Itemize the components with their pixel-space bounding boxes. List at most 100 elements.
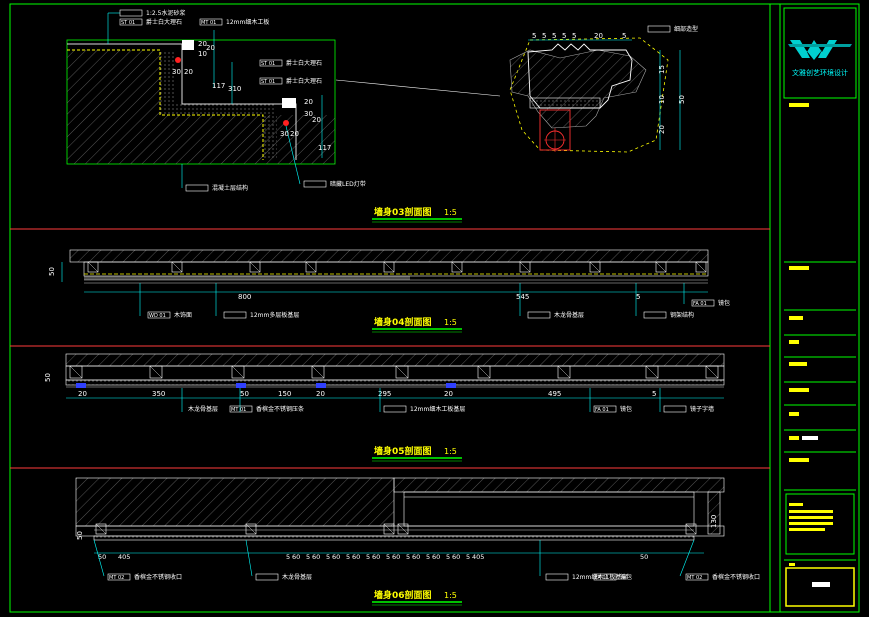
keel-block-cross (231, 365, 245, 379)
keel-block (69, 365, 83, 379)
callout-s5-mirror: 镜包 (620, 405, 632, 413)
section-06-callouts: MT 02 香槟金不锈钢收口 木龙骨基层 12mm细木工板基层 FA 01 镜包… (93, 539, 760, 581)
dim-s3-h: 20 (304, 98, 313, 106)
dim-s6-bottom: 5 (466, 553, 470, 561)
dim-s3-m: 117 (318, 144, 331, 152)
keel-block-cross (395, 365, 409, 379)
keel-block-cross (245, 523, 257, 535)
dim-s3-a: 20 (198, 40, 207, 48)
titleblock-label-2 (789, 266, 809, 270)
section-03-right-detail (335, 37, 681, 153)
dim-s6-bottom: 5 (406, 553, 410, 561)
callout-tag-s5-mt01: MT 01 (231, 407, 246, 413)
dim-s6-bottom: 60 (312, 553, 320, 561)
section-05-scale: 1:5 (444, 447, 457, 456)
keel-block-cross (557, 365, 571, 379)
dim-s6-bottom: 405 (472, 553, 484, 561)
dim-s3-i: 30 (304, 110, 313, 118)
section-06-detail (75, 477, 725, 541)
keel-block-cross (397, 523, 409, 535)
callout-s6-champagne-2: 香槟金不锈钢收口 (712, 573, 760, 581)
dim-s3-b: 10 (198, 50, 207, 58)
keel-block (95, 523, 107, 535)
section-03-dims: 20 10 20 30 20 117 310 20 30 20 30 20 11… (172, 40, 331, 152)
keel-block (557, 365, 571, 379)
callout-s6-plywood: 12mm细木工板基层 (572, 573, 627, 581)
dim-s4-height: 50 (48, 267, 56, 276)
dim-r-g: 5 (622, 32, 626, 40)
dim-s5-height: 50 (44, 373, 52, 382)
dim-s6-bottom: 50 (640, 553, 648, 561)
dim-s4-5: 5 (636, 293, 640, 301)
section-05-blocks (69, 365, 719, 388)
section-04-dims: 50 800 545 5 (48, 262, 708, 301)
dim-s6-bottom: 5 (326, 553, 330, 561)
keel-block-cross (249, 261, 261, 273)
dim-s6-bottom: 60 (292, 553, 300, 561)
callout-tag-fa01: FA 01 (693, 301, 707, 307)
dim-s5-f: 295 (378, 390, 391, 398)
dim-r-b: 5 (542, 32, 546, 40)
callout-mirror: 镜包 (718, 299, 730, 307)
keel-block-cross (383, 523, 395, 535)
dim-s6-bottom: 5 (386, 553, 390, 561)
callout-tag-s6-mt02: MT 02 (109, 575, 124, 581)
callout-marble-1: 爵士白大理石 (146, 18, 182, 26)
callout-s6-champagne-1: 香槟金不锈钢收口 (134, 573, 182, 581)
dim-s5-c: 50 (240, 390, 249, 398)
dim-s6-bottom: 5 (346, 553, 350, 561)
company-logo (788, 40, 852, 60)
callout-wood-veneer: 木饰面 (174, 311, 192, 319)
dim-s5-e: 20 (316, 390, 325, 398)
keel-block (87, 261, 99, 273)
dim-s5-g: 20 (444, 390, 453, 398)
section-04-blocks (87, 261, 707, 273)
callout-multilayer: 12mm多层板基层 (250, 311, 299, 319)
section-06-scale: 1:5 (444, 591, 457, 600)
sheet-border (9, 3, 860, 613)
dim-s5-d: 150 (278, 390, 291, 398)
keel-block-cross (645, 365, 659, 379)
keel-block-cross (519, 261, 531, 273)
callout-tag-s5-fa01: FA 01 (595, 407, 609, 413)
callout-marble-2: 爵士白大理石 (286, 59, 322, 67)
dim-s5-h: 495 (548, 390, 561, 398)
keel-block-cross (95, 523, 107, 535)
callout-tag-st01: ST 01 (121, 20, 135, 26)
dim-s3-e: 20 (184, 68, 193, 76)
callout-s5-plywood: 12mm细木工板基层 (410, 405, 465, 413)
keel-block-cross (451, 261, 463, 273)
keel-block-cross (685, 523, 697, 535)
dim-s6-bottom: 5 (426, 553, 430, 561)
section-05-title: 墙身05剖面图 1:5 (372, 445, 462, 462)
dim-s6-bottom: 60 (352, 553, 360, 561)
dim-r-a: 5 (532, 32, 536, 40)
callout-tag-mt01: MT 01 (201, 20, 216, 26)
section-04-scale: 1:5 (444, 318, 457, 327)
titleblock-notes-box (785, 493, 855, 555)
dim-s4-545: 545 (516, 293, 529, 301)
keel-block (245, 523, 257, 535)
keel-block (451, 261, 463, 273)
keel-block-cross (477, 365, 491, 379)
section-03-callouts: 1:2.5水泥砂浆 ST 01 爵士白大理石 MT 01 12mm细木工板 ST… (107, 9, 698, 192)
dim-s3-g: 310 (228, 85, 241, 93)
callout-s5-keel: 木龙骨基层 (188, 405, 218, 413)
dim-s6-side-50: 50 (76, 531, 84, 540)
dim-r-f: 20 (594, 32, 603, 40)
dim-r-d: 5 (562, 32, 566, 40)
dim-r-j: 20 (658, 125, 666, 134)
keel-block-cross (311, 365, 325, 379)
callout-tag-st01-c: ST 01 (261, 79, 275, 85)
section-03-title: 墙身03剖面图 1:5 (372, 206, 462, 223)
dim-s3-d: 30 (172, 68, 181, 76)
keel-block-cross (655, 261, 667, 273)
keel-block (397, 523, 409, 535)
section-04-callouts: WD 01 木饰面 12mm多层板基层 木龙骨基层 钢架结构 FA 01 镜包 (139, 283, 730, 319)
dim-s4-800: 800 (238, 293, 251, 301)
callout-marble-3: 爵士白大理石 (286, 77, 322, 85)
dim-r-e: 5 (572, 32, 576, 40)
callout-tag-wd01: WD 01 (149, 313, 166, 319)
callout-s6-mirror: 镜包 (620, 573, 632, 581)
